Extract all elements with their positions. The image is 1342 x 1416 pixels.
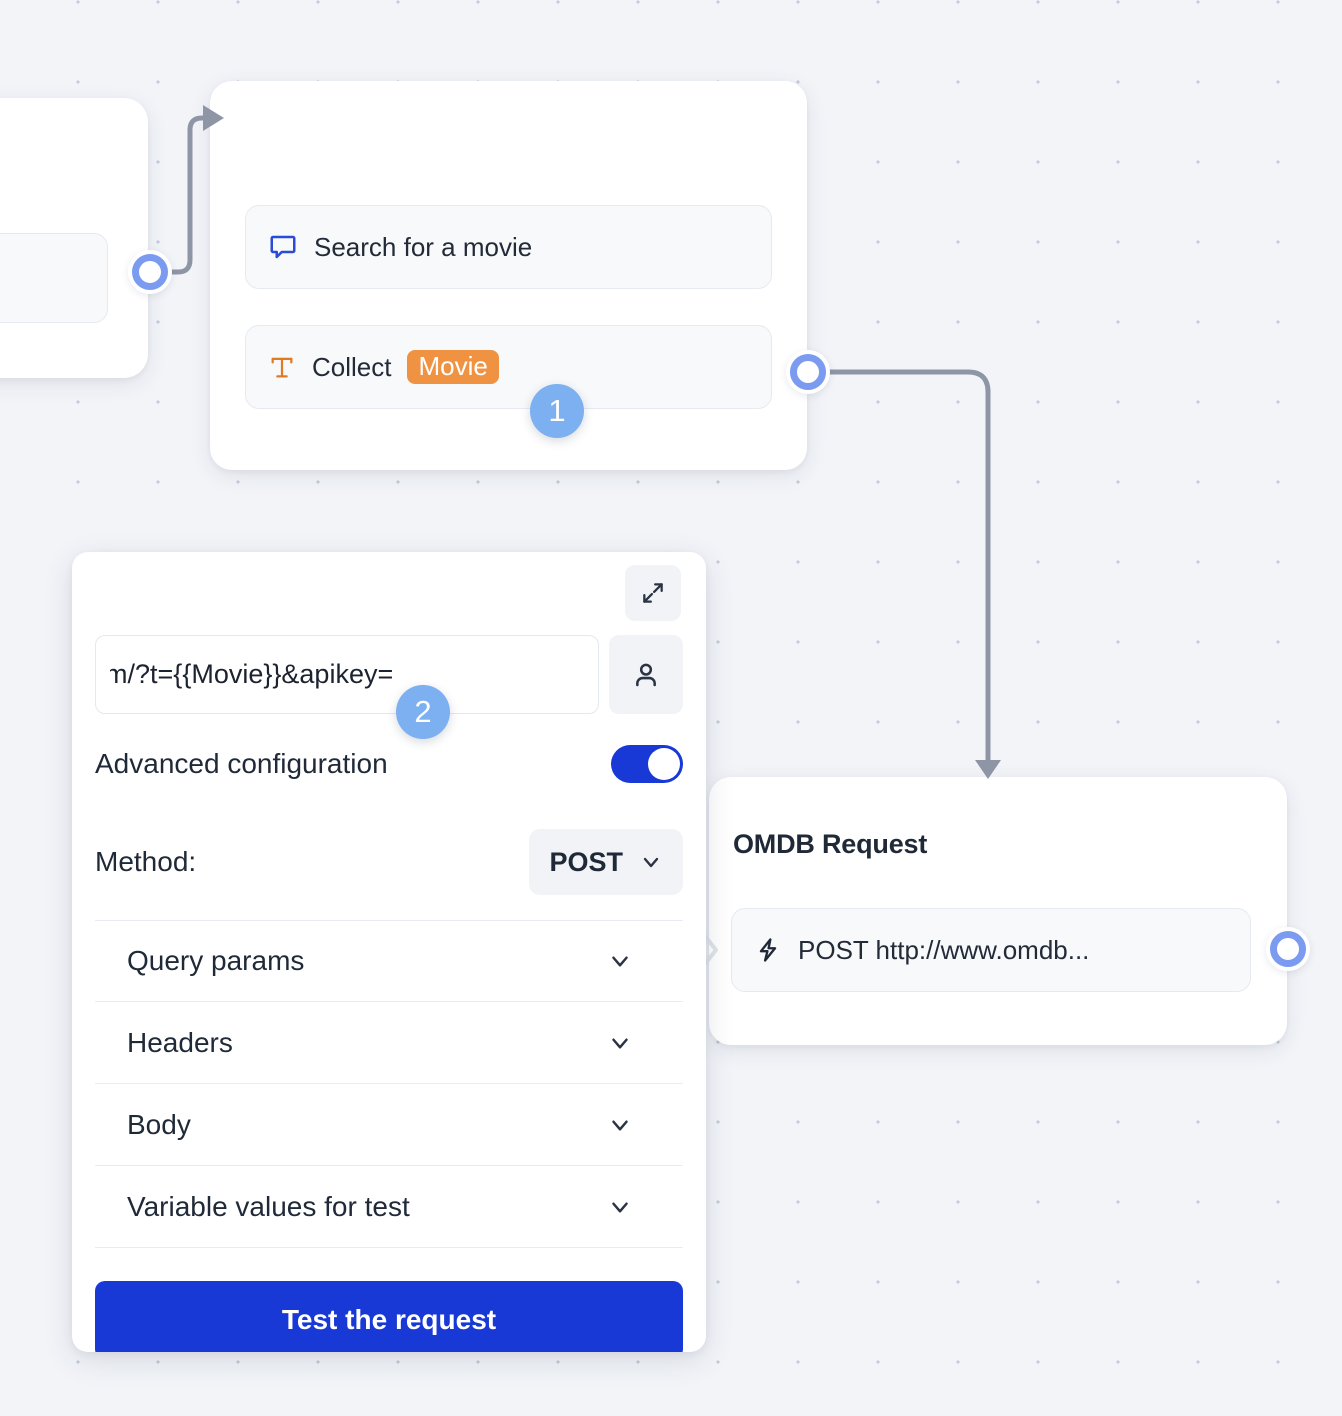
partial-node-step[interactable] (0, 233, 108, 323)
accordion-variable-values-for-test[interactable]: Variable values for test (95, 1166, 683, 1248)
advanced-configuration-label: Advanced configuration (95, 748, 388, 779)
url-input-wrapper (95, 635, 599, 714)
accordion-query-params[interactable]: Query params (95, 920, 683, 1002)
node-step-post-request[interactable]: POST http://www.omdb... (731, 908, 1251, 992)
accordion-query-params-label: Query params (127, 945, 305, 976)
method-value: POST (549, 846, 623, 877)
partial-node[interactable] (0, 98, 148, 378)
node-step-post-label: POST http://www.omdb... (798, 934, 1090, 965)
select-user-variable-button[interactable] (609, 635, 683, 714)
request-config-panel[interactable]: Advanced configuration Method: POST Quer… (72, 552, 706, 1352)
advanced-configuration-row: Advanced configuration (95, 745, 683, 783)
node-step-collect-movie[interactable]: Collect Movie (245, 325, 772, 409)
text-field-icon (268, 353, 296, 381)
node-step-search-for-a-movie[interactable]: Search for a movie (245, 205, 772, 289)
handle-movie-search-output[interactable] (786, 350, 830, 394)
method-label: Method: (95, 846, 197, 877)
node-step-search-label: Search for a movie (314, 231, 533, 262)
test-the-request-button[interactable]: Test the request (95, 1281, 683, 1352)
url-input[interactable] (95, 635, 599, 714)
chat-bubble-icon (268, 232, 298, 262)
node-omdb-request[interactable]: OMDB Request POST http://www.omdb... (709, 777, 1287, 1045)
url-row (95, 635, 683, 714)
chevron-down-icon (639, 850, 663, 874)
handle-partial-node-output[interactable] (128, 250, 172, 294)
edge-movie-search-to-omdb (823, 369, 991, 763)
variable-chip-movie[interactable]: Movie (407, 350, 499, 384)
accordion-sections: Query params Headers Body (95, 920, 683, 1248)
handle-omdb-request-output[interactable] (1266, 927, 1310, 971)
accordion-body[interactable]: Body (95, 1084, 683, 1166)
accordion-variable-values-label: Variable values for test (127, 1190, 410, 1222)
chevron-down-icon (607, 1030, 675, 1056)
method-select[interactable]: POST (529, 829, 683, 895)
method-row: Method: POST (95, 829, 683, 895)
expand-panel-button[interactable] (625, 565, 681, 621)
node-omdb-request-title: OMDB Request (733, 829, 928, 859)
accordion-headers[interactable]: Headers (95, 1002, 683, 1084)
advanced-configuration-toggle[interactable] (611, 745, 683, 783)
step-badge-2: 2 (396, 685, 450, 739)
node-movie-search[interactable]: Movie search Search for a movie (210, 81, 807, 470)
chevron-down-icon (607, 1194, 675, 1220)
chevron-down-icon (607, 1112, 675, 1138)
lightning-bolt-icon (754, 936, 782, 964)
accordion-headers-label: Headers (127, 1026, 233, 1058)
expand-arrows-icon (640, 580, 666, 606)
node-step-collect-label: Collect (312, 351, 392, 382)
chevron-down-icon (607, 948, 675, 974)
person-icon (630, 659, 662, 691)
edge-partial-to-movie-search (165, 115, 209, 275)
accordion-body-label: Body (127, 1108, 191, 1140)
step-badge-1: 1 (530, 384, 584, 438)
